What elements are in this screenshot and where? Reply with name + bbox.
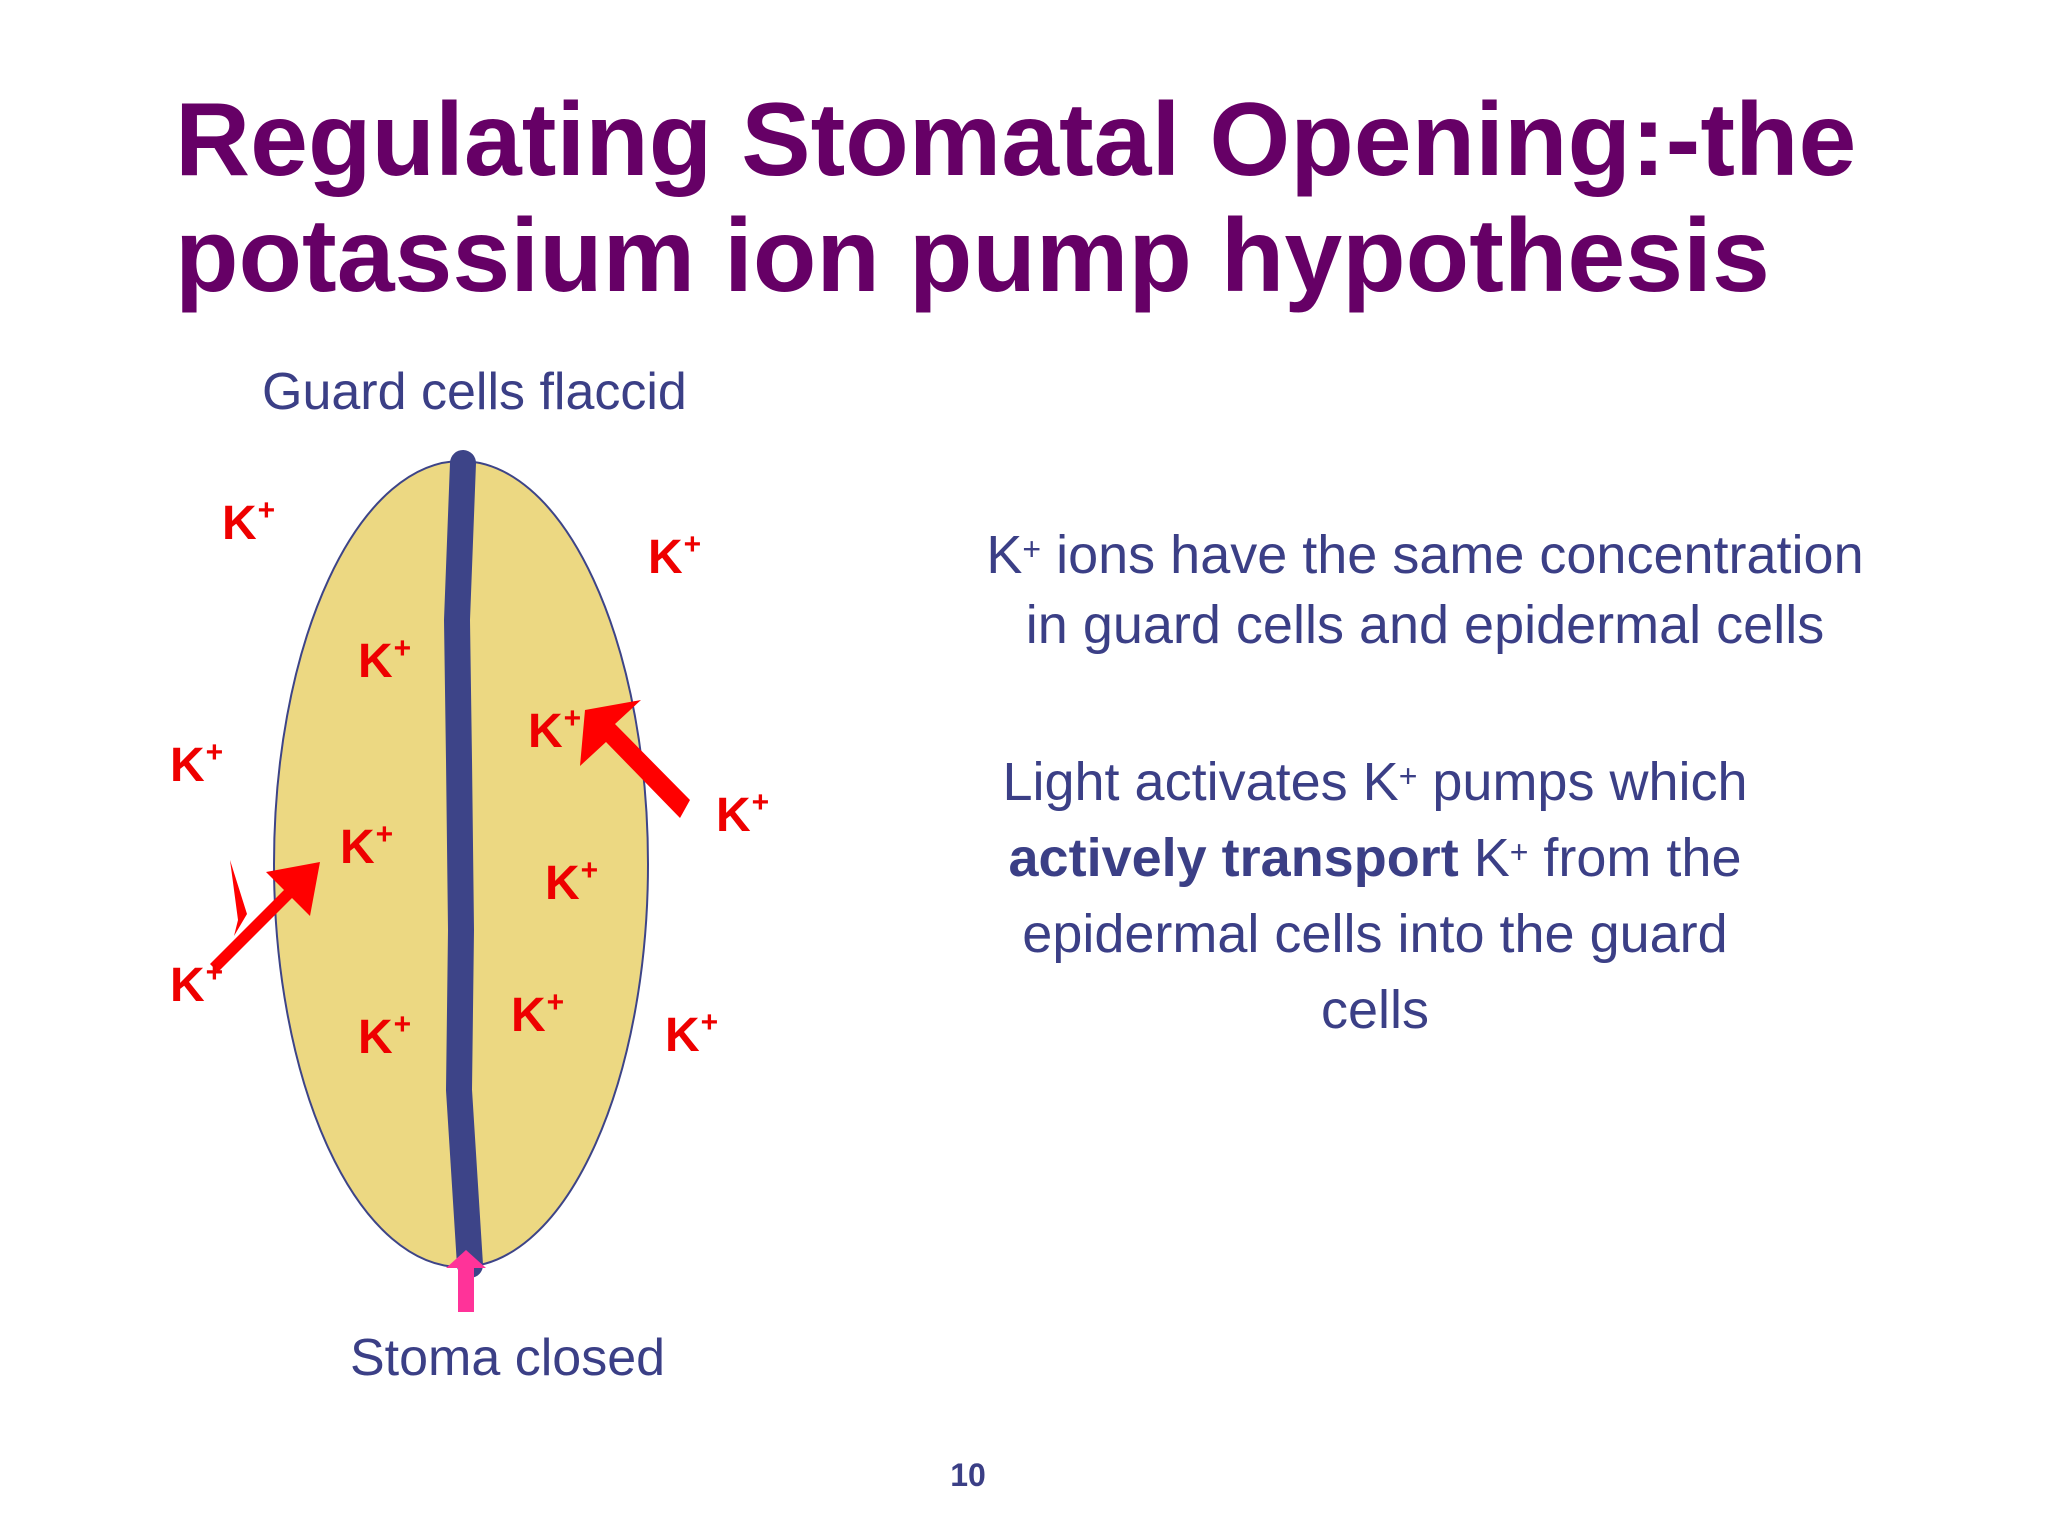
pump-arrow-left-tip (230, 860, 247, 936)
slide-title: Regulating Stomatal Opening:-the potassi… (175, 82, 1975, 314)
concentration-line-1: K+ ions have the same concentration (986, 525, 1864, 585)
ion-k-outside-6: K+ (665, 1006, 719, 1062)
ion-k-inside-3: K+ (340, 818, 394, 874)
pump-line-1: Light activates K+ pumps which (1002, 752, 1748, 812)
pump-text: Light activates K+ pumps which actively … (860, 744, 1890, 1048)
pump-line-3: epidermal cells into the guard (1022, 904, 1728, 964)
ion-k-inside-5: K+ (358, 1008, 412, 1064)
ion-k-outside-4: K+ (716, 786, 770, 842)
pump-line-4: cells (1320, 980, 1430, 1040)
slide-number: 10 (950, 1457, 986, 1493)
pump-line-2: actively transport K+ from the (1008, 828, 1742, 888)
title-line-2: potassium ion pump hypothesis (175, 198, 1770, 314)
ion-k-outside-5: K+ (170, 956, 224, 1012)
ion-k-inside-2: K+ (528, 702, 582, 758)
concentration-text: K+ ions have the same concentration in g… (905, 520, 1945, 660)
ion-k-inside-6: K+ (511, 986, 565, 1042)
ion-k-outside-1: K+ (222, 494, 276, 550)
ion-k-outside-3: K+ (170, 736, 224, 792)
ion-k-inside-4: K+ (545, 854, 599, 910)
stomatal-pore (443, 450, 483, 1278)
ion-k-outside-2: K+ (648, 528, 702, 584)
stoma-closed-label: Stoma closed (350, 1329, 666, 1387)
ion-k-inside-1: K+ (358, 632, 412, 688)
pump-arrow-right (580, 700, 690, 818)
guard-cells-flaccid-label: Guard cells flaccid (262, 363, 687, 421)
stoma-arrow (446, 1250, 486, 1312)
concentration-line-2: in guard cells and epidermal cells (1025, 595, 1825, 655)
pump-arrow-left (210, 862, 320, 972)
title-line-1: Regulating Stomatal Opening:-the (175, 82, 1857, 198)
